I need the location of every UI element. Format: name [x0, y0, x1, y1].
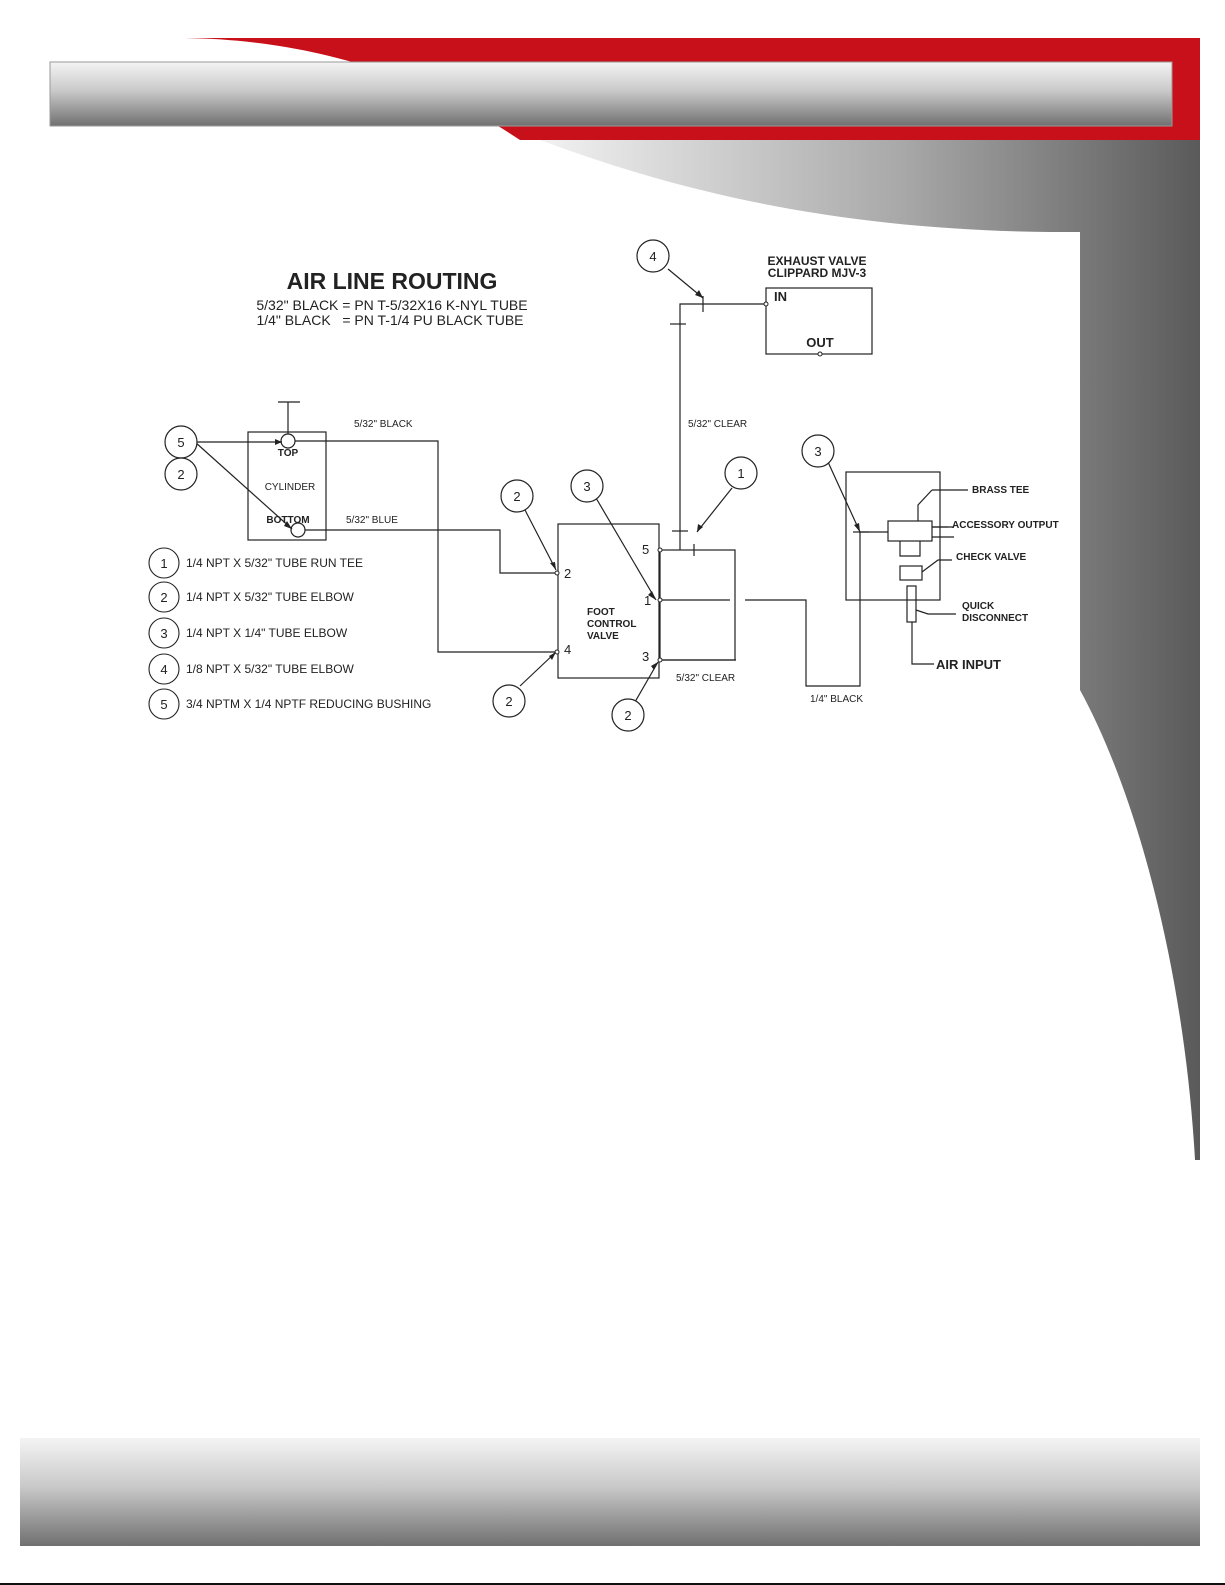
callout-bubble-3-port1: 3 [570, 469, 604, 503]
cylinder-top-label: TOP [278, 448, 299, 459]
svg-text:4: 4 [649, 249, 656, 264]
callout-bubble-2-port2: 2 [500, 479, 534, 513]
legend-item-5: 5 3/4 NPTM X 1/4 NPTF REDUCING BUSHING [148, 688, 431, 720]
exhaust-valve-model: CLIPPARD MJV-3 [768, 266, 867, 280]
svg-text:1/4 NPT X 5/32" TUBE ELBOW: 1/4 NPT X 5/32" TUBE ELBOW [186, 590, 355, 604]
svg-text:2: 2 [177, 467, 184, 482]
port-1-label: 1 [644, 593, 651, 608]
foot-valve-label-3: VALVE [587, 631, 619, 642]
svg-text:1: 1 [160, 556, 167, 571]
subtitle-line-2: 1/4" BLACK = PN T-1/4 PU BLACK TUBE [256, 312, 523, 328]
tube-label-clear-532-bottom: 5/32" CLEAR [676, 673, 735, 684]
legend-item-4: 4 1/8 NPT X 5/32" TUBE ELBOW [148, 653, 355, 685]
check-valve [899, 565, 923, 581]
port-5-label: 5 [642, 542, 649, 557]
svg-text:2: 2 [513, 489, 520, 504]
cylinder-top-port [280, 433, 296, 449]
quick-disconnect-label-1: QUICK [962, 601, 995, 612]
brass-tee-label: BRASS TEE [972, 485, 1030, 496]
svg-text:4: 4 [160, 662, 167, 677]
legend-item-3: 3 1/4 NPT X 1/4" TUBE ELBOW [148, 617, 348, 649]
accessory-output-label: ACCESSORY OUTPUT [952, 520, 1059, 531]
svg-text:1/4 NPT X 5/32" TUBE RUN TEE: 1/4 NPT X 5/32" TUBE RUN TEE [186, 556, 363, 570]
tube-label-clear-532-top: 5/32" CLEAR [688, 419, 747, 430]
exhaust-valve-label: EXHAUST VALVE [768, 254, 867, 268]
callout-bubble-4: 4 [636, 239, 670, 273]
exhaust-in-label: IN [774, 289, 787, 304]
tube-label-blue-532: 5/32" BLUE [346, 515, 398, 526]
svg-text:3: 3 [583, 479, 590, 494]
callout-bubble-5: 5 [164, 425, 198, 459]
legend: 1 1/4 NPT X 5/32" TUBE RUN TEE 2 1/4 NPT… [148, 547, 431, 720]
port-2-label: 2 [564, 566, 571, 581]
air-supply-box [845, 471, 941, 601]
svg-text:1/4 NPT X 1/4" TUBE ELBOW: 1/4 NPT X 1/4" TUBE ELBOW [186, 626, 348, 640]
legend-item-1: 1 1/4 NPT X 5/32" TUBE RUN TEE [148, 547, 363, 579]
bottom-banner [20, 1438, 1200, 1546]
svg-text:2: 2 [505, 694, 512, 709]
port-3-label: 3 [642, 649, 649, 664]
svg-text:2: 2 [160, 590, 167, 605]
callout-bubble-2-port3: 2 [611, 698, 645, 732]
svg-text:2: 2 [624, 708, 631, 723]
subtitle-line-1: 5/32" BLACK = PN T-5/32X16 K-NYL TUBE [256, 297, 527, 313]
exhaust-out-label: OUT [806, 335, 834, 350]
svg-text:1: 1 [737, 466, 744, 481]
cylinder-label: CYLINDER [265, 482, 316, 493]
svg-text:5: 5 [160, 697, 167, 712]
callout-bubble-2-port4: 2 [492, 684, 526, 718]
diagram-title: AIR LINE ROUTING [287, 268, 498, 294]
callout-bubble-3-supply: 3 [801, 434, 835, 468]
page-bottom-rule [0, 1583, 1225, 1585]
grey-side-curve [540, 140, 1200, 1160]
check-valve-label: CHECK VALVE [956, 552, 1027, 563]
cylinder-bottom-label: BOTTOM [266, 515, 309, 526]
tube-label-black-14: 1/4" BLACK [810, 694, 863, 705]
air-line-diagram: AIR LINE ROUTING 5/32" BLACK = PN T-5/32… [148, 239, 1059, 732]
port-4-label: 4 [564, 642, 571, 657]
legend-item-2: 2 1/4 NPT X 5/32" TUBE ELBOW [148, 581, 355, 613]
foot-valve-fitting-block [659, 549, 736, 661]
air-input-label: AIR INPUT [936, 657, 1001, 672]
foot-valve-label-1: FOOT [587, 607, 615, 618]
svg-text:3/4 NPTM X 1/4 NPTF REDUCING B: 3/4 NPTM X 1/4 NPTF REDUCING BUSHING [186, 697, 431, 711]
callout-bubble-2-cylinder: 2 [164, 457, 198, 491]
svg-text:1/8 NPT X 5/32" TUBE ELBOW: 1/8 NPT X 5/32" TUBE ELBOW [186, 662, 355, 676]
top-banner [49, 61, 1173, 127]
tube-label-black-532: 5/32" BLACK [354, 419, 413, 430]
svg-text:3: 3 [814, 444, 821, 459]
diagram-panel: AIR LINE ROUTING 5/32" BLACK = PN T-5/32… [120, 234, 1080, 754]
svg-text:5: 5 [177, 435, 184, 450]
foot-valve-label-2: CONTROL [587, 619, 636, 630]
quick-disconnect [906, 585, 917, 623]
quick-disconnect-label-2: DISCONNECT [962, 613, 1028, 624]
cylinder-box [247, 431, 327, 541]
callout-bubble-1: 1 [724, 456, 758, 490]
svg-text:3: 3 [160, 626, 167, 641]
brass-tee [887, 520, 933, 542]
